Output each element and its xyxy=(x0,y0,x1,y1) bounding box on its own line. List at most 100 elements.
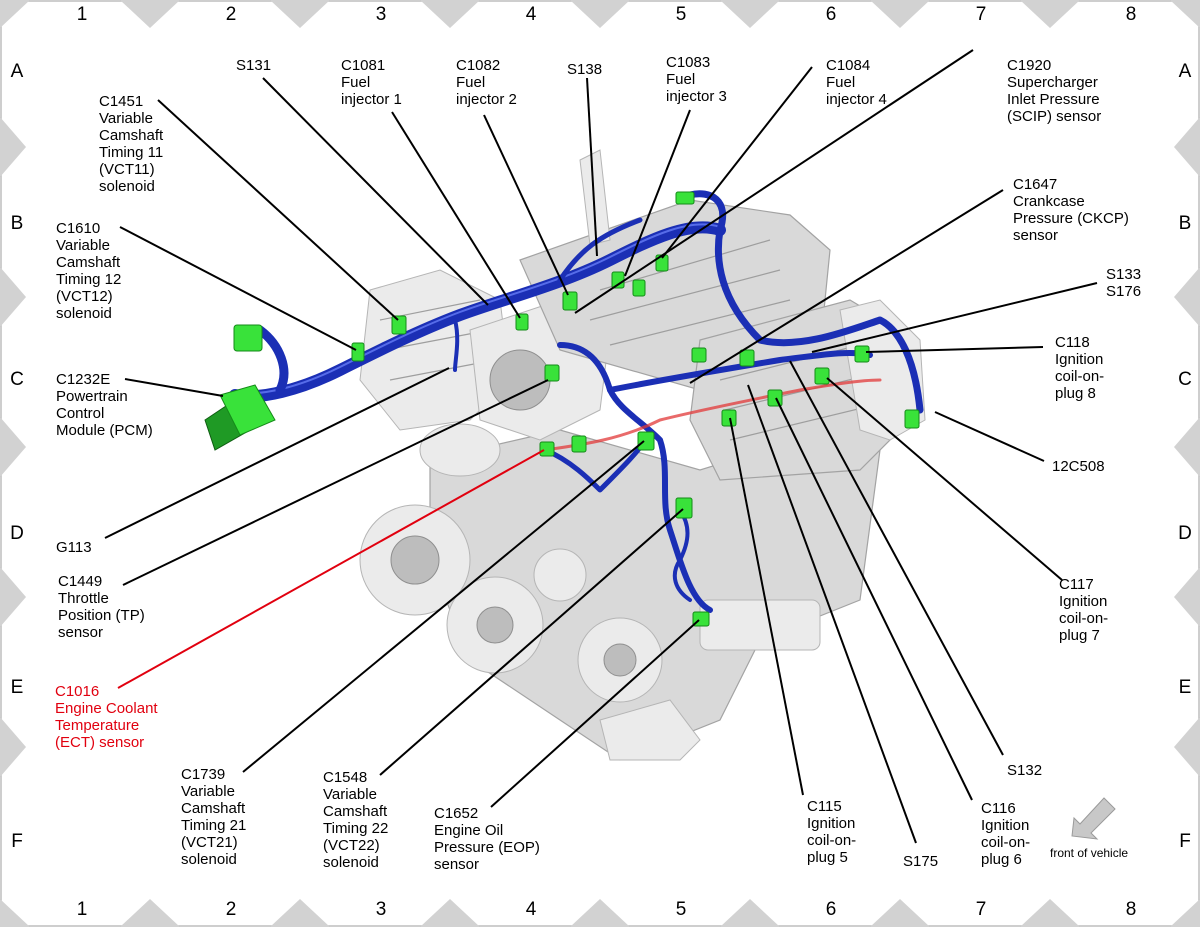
leader-c1083 xyxy=(624,109,691,277)
grid-col-7: 7 xyxy=(976,4,987,25)
leader-c1739 xyxy=(242,440,645,773)
leader-s131 xyxy=(262,77,489,306)
grid-col-5: 5 xyxy=(676,899,687,920)
callout-s132: S132 xyxy=(1007,762,1042,779)
grid-col-6: 6 xyxy=(826,899,837,920)
leader-12c508 xyxy=(934,411,1045,462)
callout-labels: S131 C1081 Fuel injector 1 C1082 Fuel in… xyxy=(55,54,1145,873)
callout-c116: C116 Ignition coil-on- plug 6 xyxy=(981,800,1034,868)
c116-connector xyxy=(767,389,783,407)
c1082-connector xyxy=(562,291,578,311)
callout-s175: S175 xyxy=(903,853,938,870)
leader-c116 xyxy=(775,397,973,801)
grid-column-labels-top: 1 2 3 4 5 6 7 8 xyxy=(77,4,1137,25)
leader-c1920 xyxy=(574,49,974,314)
callout-c1082: C1082 Fuel injector 2 xyxy=(456,57,517,108)
callout-c1084: C1084 Fuel injector 4 xyxy=(826,57,887,108)
c1610-connector xyxy=(351,342,365,362)
leader-s138 xyxy=(586,77,598,257)
callout-c1083: C1083 Fuel injector 3 xyxy=(666,54,727,105)
engine-illustration xyxy=(359,149,926,761)
leader-lines xyxy=(104,49,1098,844)
callout-c1081: C1081 Fuel injector 1 xyxy=(341,57,402,108)
grid-col-1: 1 xyxy=(77,4,88,25)
callout-s138: S138 xyxy=(567,61,602,78)
callout-s131: S131 xyxy=(236,57,271,74)
grid-col-5: 5 xyxy=(676,4,687,25)
grid-col-2: 2 xyxy=(226,899,237,920)
grid-row-a: A xyxy=(11,61,24,82)
c1920-connector xyxy=(675,191,695,205)
c115-connector xyxy=(721,409,737,427)
callout-s133-s176: S133 S176 xyxy=(1106,266,1145,300)
callout-c1920: C1920 Supercharger Inlet Pressure (SCIP)… xyxy=(1007,57,1104,125)
c1739-connector xyxy=(637,431,655,451)
leader-c1081 xyxy=(391,111,521,319)
grid-row-b: B xyxy=(1179,213,1192,234)
leader-c1016 xyxy=(117,449,545,689)
callout-c1610: C1610 Variable Camshaft Timing 12 (VCT12… xyxy=(56,220,125,322)
grid-col-2: 2 xyxy=(226,4,237,25)
grid-col-7: 7 xyxy=(976,899,987,920)
leader-c1652 xyxy=(490,619,700,808)
grid-row-f: F xyxy=(11,831,23,852)
grid-col-3: 3 xyxy=(376,4,387,25)
grid-row-b: B xyxy=(11,213,24,234)
grid-col-8: 8 xyxy=(1126,4,1137,25)
c118-connector xyxy=(854,345,870,363)
callout-c115: C115 Ignition coil-on- plug 5 xyxy=(807,798,860,866)
grid-row-e: E xyxy=(11,677,24,698)
leader-c1548 xyxy=(379,508,684,776)
leader-c1084 xyxy=(661,66,813,259)
leader-s133 xyxy=(811,282,1098,353)
grid-col-3: 3 xyxy=(376,899,387,920)
callout-c1652: C1652 Engine Oil Pressure (EOP) sensor xyxy=(434,805,544,873)
grid-row-labels-right: A B C D E F xyxy=(1178,61,1192,852)
callout-c1016: C1016 Engine Coolant Temperature (ECT) s… xyxy=(55,683,162,751)
c1451-connector xyxy=(391,315,407,335)
callout-c1449: C1449 Throttle Position (TP) sensor xyxy=(58,573,149,641)
leader-c115 xyxy=(729,417,804,796)
grid-row-c: C xyxy=(1178,369,1192,390)
grid-col-8: 8 xyxy=(1126,899,1137,920)
leader-c1449 xyxy=(122,379,549,586)
grid-col-6: 6 xyxy=(826,4,837,25)
leader-c1647 xyxy=(689,189,1004,384)
grid-row-a: A xyxy=(1179,61,1192,82)
front-of-vehicle-indicator: front of vehicle xyxy=(1050,797,1128,860)
grid-row-d: D xyxy=(1178,523,1192,544)
harness-main-trunk xyxy=(229,221,726,403)
leader-c118 xyxy=(865,346,1044,353)
grid-row-d: D xyxy=(10,523,24,544)
grid-row-e: E xyxy=(1179,677,1192,698)
grid-col-4: 4 xyxy=(526,4,537,25)
leader-c117 xyxy=(826,377,1063,581)
leader-s175 xyxy=(747,384,917,844)
front-of-vehicle-label: front of vehicle xyxy=(1050,846,1128,860)
harness-pcm-branch xyxy=(255,325,289,395)
connectors xyxy=(204,191,920,627)
c1081-connector xyxy=(515,313,529,331)
leader-g113 xyxy=(104,367,450,539)
grid-row-c: C xyxy=(10,369,24,390)
grid-col-4: 4 xyxy=(526,899,537,920)
leader-c1082 xyxy=(483,114,569,296)
c1449-connector xyxy=(544,364,560,382)
grid-row-labels-left: A B C D E F xyxy=(10,61,24,852)
callout-c1232e: C1232E Powertrain Control Module (PCM) xyxy=(56,371,153,439)
c1016-connector xyxy=(539,441,555,457)
leader-s132 xyxy=(789,360,1004,756)
callout-c1647: C1647 Crankcase Pressure (CKCP) sensor xyxy=(1013,176,1133,244)
callout-c1739: C1739 Variable Camshaft Timing 21 (VCT21… xyxy=(181,766,250,868)
callout-c118: C118 Ignition coil-on- plug 8 xyxy=(1055,334,1108,402)
callout-c1548: C1548 Variable Camshaft Timing 22 (VCT22… xyxy=(323,769,392,871)
grid-column-labels-bottom: 1 2 3 4 5 6 7 8 xyxy=(77,899,1137,920)
wiring-harness xyxy=(229,190,924,613)
callout-g113: G113 xyxy=(56,539,92,556)
grid-col-1: 1 xyxy=(77,899,88,920)
front-arrow-icon xyxy=(1071,797,1116,840)
c117-connector xyxy=(814,367,830,385)
leader-c1232e xyxy=(124,378,224,397)
